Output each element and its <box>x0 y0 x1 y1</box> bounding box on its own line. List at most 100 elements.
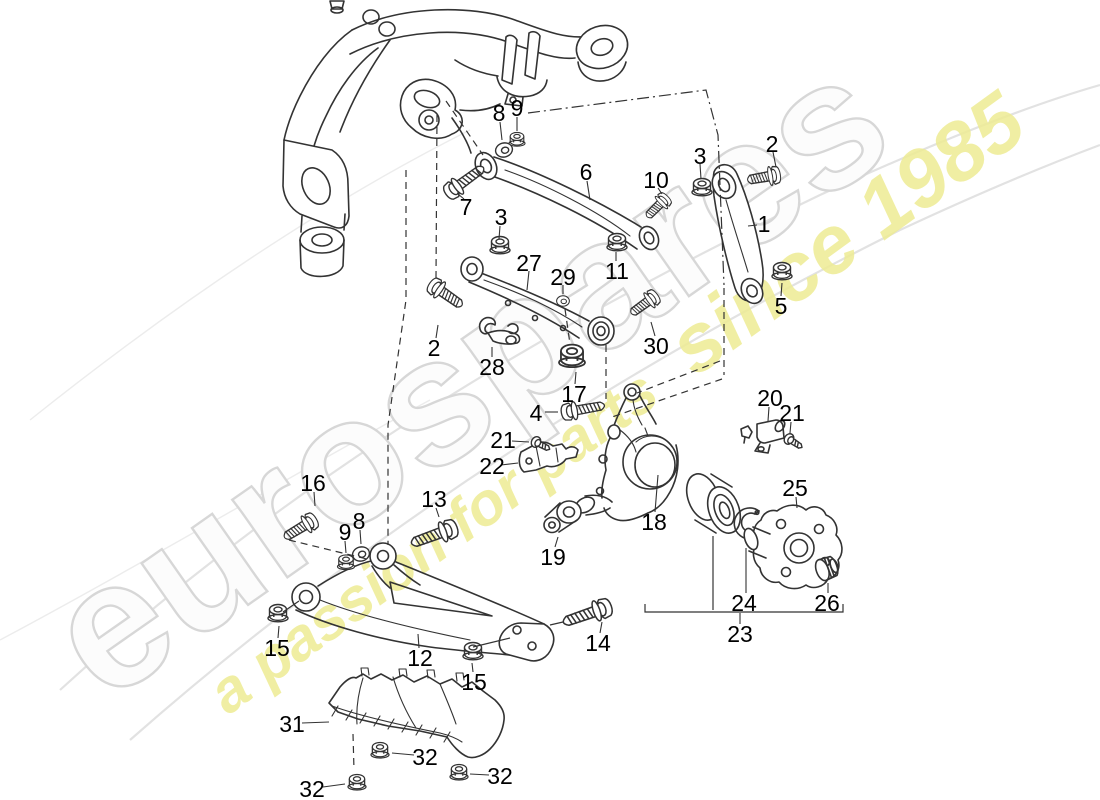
part-lower-arm-12 <box>291 542 555 662</box>
callout-leader <box>789 421 792 434</box>
callout-label-8[interactable]: 8 <box>353 508 366 534</box>
callout-label-32[interactable]: 32 <box>487 763 513 789</box>
callout-leader <box>500 462 519 466</box>
callout-leader <box>471 662 474 673</box>
callout-label-18[interactable]: 18 <box>641 509 667 535</box>
callout-leader <box>650 321 656 337</box>
callout-label-14[interactable]: 14 <box>585 630 611 656</box>
callout-label-11[interactable]: 11 <box>605 258 629 284</box>
callout-leader <box>772 151 777 168</box>
part-link-1 <box>711 163 764 305</box>
leader-line <box>282 600 300 613</box>
part-upper-arm-27 <box>460 256 615 346</box>
callout-label-30[interactable]: 30 <box>643 333 669 359</box>
callout-label-12[interactable]: 12 <box>407 645 433 671</box>
callout-leader <box>599 621 603 634</box>
callout-leader <box>417 633 420 649</box>
part-axle-nut-26 <box>814 555 839 582</box>
callout-label-8[interactable]: 8 <box>493 100 506 126</box>
part-holder-22 <box>518 441 579 473</box>
callout-label-3[interactable]: 3 <box>694 143 707 169</box>
callout-leader <box>767 406 770 422</box>
guide-line <box>527 89 725 286</box>
callout-label-21[interactable]: 21 <box>490 427 516 453</box>
part-washer-29 <box>556 295 570 307</box>
callout-label-22[interactable]: 22 <box>479 453 505 479</box>
part-sensor-20 <box>740 419 786 454</box>
callout-label-10[interactable]: 10 <box>643 167 669 193</box>
callout-label-2[interactable]: 2 <box>766 131 779 157</box>
callout-leader <box>511 440 530 443</box>
guide-line <box>435 114 438 279</box>
part-nut-32-b <box>449 763 469 781</box>
callout-leader <box>554 536 559 548</box>
callout-leader <box>344 540 347 554</box>
part-nut-17 <box>558 343 586 369</box>
callout-label-15[interactable]: 15 <box>461 669 487 695</box>
callout-leader <box>435 324 439 339</box>
callout-leader <box>277 625 280 639</box>
callout-leader <box>301 721 330 724</box>
callout-leader <box>574 371 577 385</box>
part-nut-5 <box>771 261 793 281</box>
callout-leader <box>699 163 702 180</box>
callout-label-9[interactable]: 9 <box>511 95 524 121</box>
callout-label-27[interactable]: 27 <box>516 250 542 276</box>
callout-label-16[interactable]: 16 <box>300 470 326 496</box>
part-bearing-23 <box>685 473 742 534</box>
callout-leader <box>322 783 346 788</box>
guide-line <box>611 378 723 418</box>
part-bushing-19 <box>543 500 582 534</box>
callout-label-7[interactable]: 7 <box>460 194 473 220</box>
callout-label-26[interactable]: 26 <box>814 590 840 616</box>
callout-leader <box>657 187 663 195</box>
assembly-guide-lines <box>288 89 725 771</box>
part-shield-31 <box>328 667 505 759</box>
callout-label-6[interactable]: 6 <box>580 159 593 185</box>
callout-label-31[interactable]: 31 <box>279 711 305 737</box>
callout-label-32[interactable]: 32 <box>412 744 438 770</box>
callout-label-20[interactable]: 20 <box>757 385 783 411</box>
callout-leader <box>435 507 440 518</box>
part-nut-3-left <box>489 235 511 255</box>
part-clamp-28 <box>478 316 521 345</box>
callout-label-3[interactable]: 3 <box>495 204 508 230</box>
callout-label-32[interactable]: 32 <box>299 776 325 800</box>
callout-label-28[interactable]: 28 <box>479 354 505 380</box>
callout-label-24[interactable]: 24 <box>731 590 757 616</box>
part-knuckle-18 <box>574 383 679 522</box>
callout-label-1[interactable]: 1 <box>758 211 771 237</box>
callout-label-2[interactable]: 2 <box>428 335 441 361</box>
subframe-illustration <box>282 0 629 278</box>
callout-leader <box>457 193 465 200</box>
guide-line <box>352 733 355 771</box>
part-nut-3-right <box>691 177 713 197</box>
callout-label-13[interactable]: 13 <box>421 486 447 512</box>
callout-label-19[interactable]: 19 <box>540 544 566 570</box>
callout-label-25[interactable]: 25 <box>782 475 808 501</box>
callout-leader <box>313 491 316 507</box>
callout-leader <box>499 121 503 141</box>
callout-label-4[interactable]: 4 <box>530 400 543 426</box>
callout-leader <box>526 270 530 291</box>
callout-leader <box>795 496 798 509</box>
guide-line <box>445 100 484 156</box>
part-nut-15-left <box>267 603 289 623</box>
part-bolt-14 <box>559 595 616 633</box>
callout-leader <box>391 752 415 756</box>
callout-leader <box>586 180 591 201</box>
callout-label-9[interactable]: 9 <box>339 519 352 545</box>
callout-label-5[interactable]: 5 <box>775 293 788 319</box>
callout-leader <box>747 224 758 227</box>
callout-label-15[interactable]: 15 <box>264 635 290 661</box>
callout-label-29[interactable]: 29 <box>550 264 576 290</box>
callout-label-21[interactable]: 21 <box>779 400 805 426</box>
callout-label-17[interactable]: 17 <box>561 381 587 407</box>
part-screw-21-right <box>781 431 806 453</box>
callout-leader <box>359 529 362 545</box>
part-nut-9-top <box>508 131 526 147</box>
leader-line <box>549 621 564 626</box>
callout-label-23[interactable]: 23 <box>727 621 753 647</box>
